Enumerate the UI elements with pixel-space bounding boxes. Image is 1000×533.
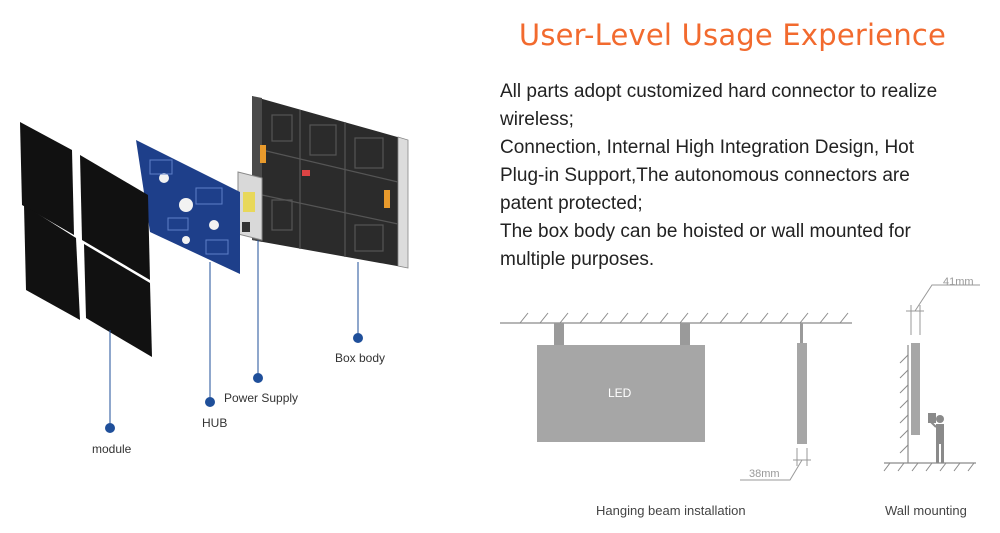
exploded-view-illustration [20, 96, 409, 433]
ceiling-hatch [519, 312, 849, 324]
box-body-cabinet [252, 96, 409, 269]
dimension-38mm: 38mm [749, 468, 780, 480]
description-line: patent protected; [500, 193, 643, 214]
caption-wall-mounting: Wall mounting [885, 503, 967, 518]
description-line: multiple purposes. [500, 249, 655, 270]
description-line: Connection, Internal High Integration De… [500, 137, 915, 158]
hub-board [136, 140, 240, 274]
floor-hatch [883, 462, 975, 472]
label-power-supply: Power Supply [224, 391, 299, 405]
person-figure [928, 413, 944, 463]
feature-description: All parts adopt customized hard connecto… [500, 78, 990, 274]
led-label: LED [608, 386, 632, 400]
description-line: wireless; [500, 109, 574, 130]
wall-mounting-diagram [883, 284, 980, 472]
led-panel-side [797, 343, 807, 444]
label-hub: HUB [202, 416, 228, 430]
pointer-dots [105, 333, 363, 433]
led-panel-front [537, 345, 705, 442]
hanging-installation-diagram [500, 312, 852, 481]
label-box-body: Box body [335, 351, 386, 365]
led-modules [20, 122, 152, 357]
dimension-41mm: 41mm [943, 276, 974, 288]
caption-hanging-beam: Hanging beam installation [596, 503, 746, 518]
wall-hatch [899, 354, 909, 454]
description-line: All parts adopt customized hard connecto… [500, 81, 938, 102]
label-module: module [92, 442, 132, 456]
page-title: User-Level Usage Experience [518, 18, 947, 52]
description-line: The box body can be hoisted or wall moun… [500, 221, 911, 242]
wall-led-panel [911, 343, 920, 435]
power-supply-unit [237, 171, 263, 241]
pointer-lines [109, 240, 359, 428]
description-line: Plug-in Support,The autonomous connector… [500, 165, 910, 186]
